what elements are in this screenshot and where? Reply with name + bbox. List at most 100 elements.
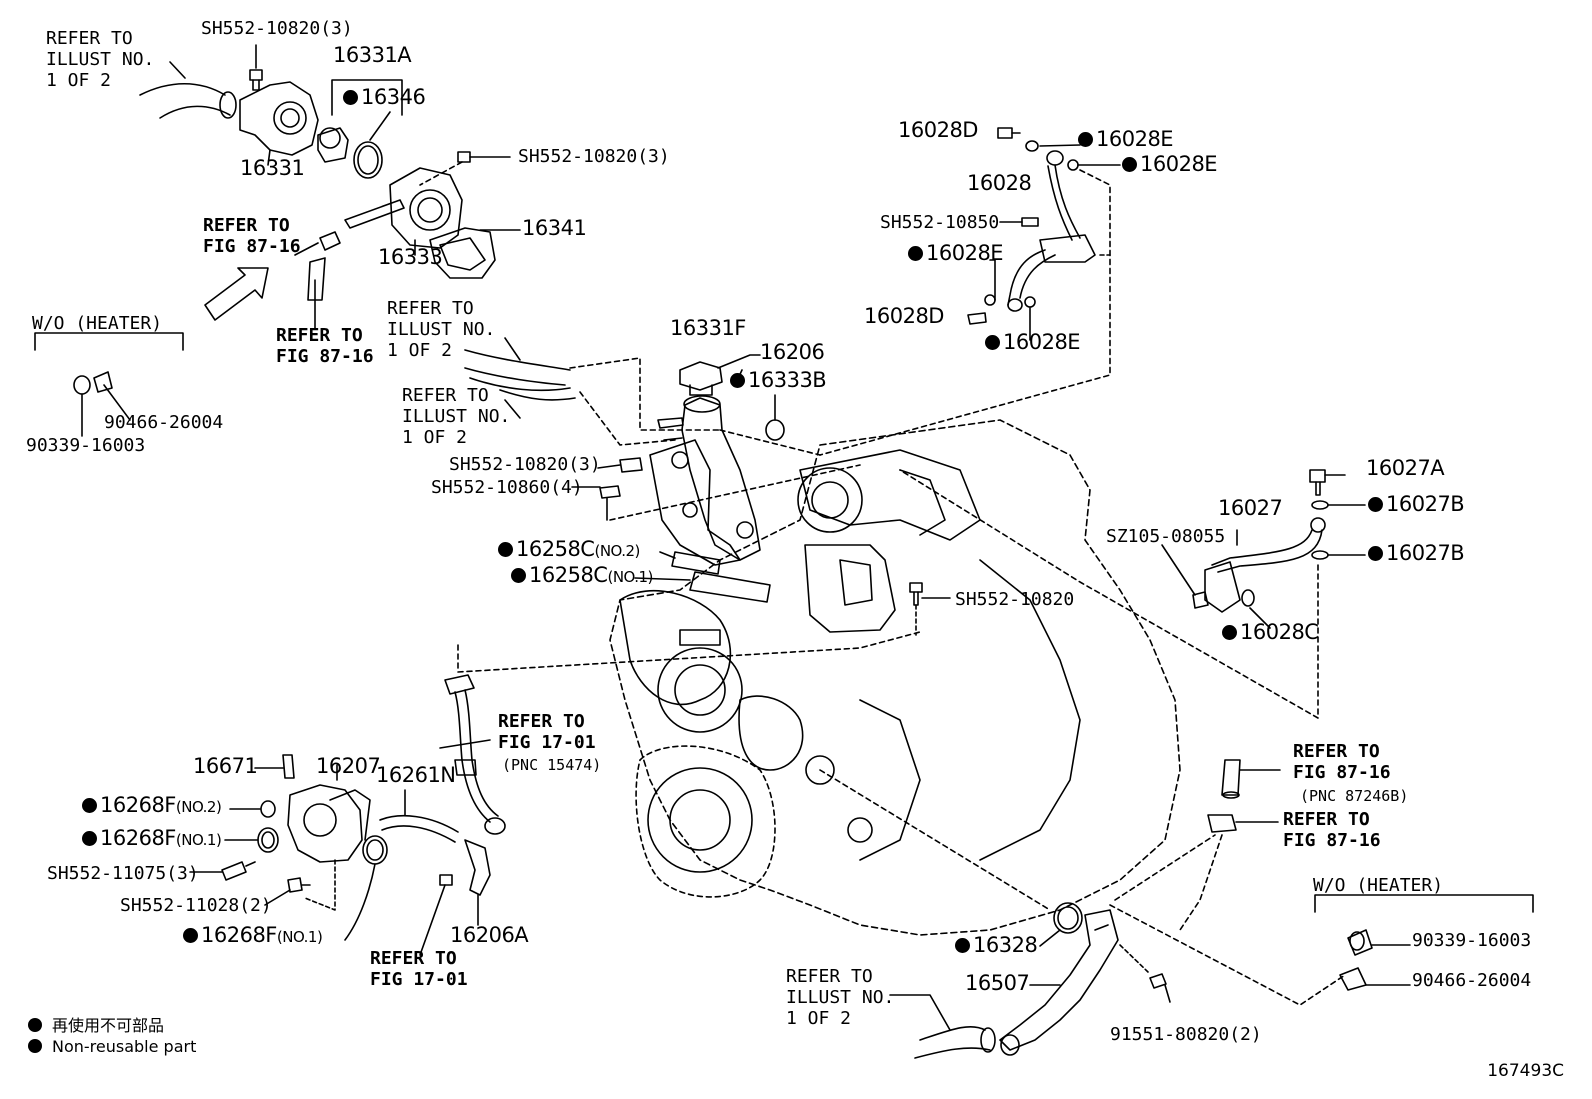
figure-id: 167493C [1487, 1061, 1564, 1081]
part-16027b-number: 16027B [1386, 492, 1465, 516]
part-16268f-no1-suffix: (NO.1) [276, 928, 323, 946]
water-pipe-16507-group [819, 759, 1346, 1059]
non-reusable-dot-icon [955, 938, 970, 953]
part-16258c-no2-label: 16258C(NO.2) [498, 539, 640, 562]
refer-fig-87-16-label-3: REFER TO FIG 87-16 [1293, 741, 1391, 783]
refer-fig-17-01-label-1: REFER TO FIG 17-01 [498, 711, 596, 753]
wo-heater-right [1314, 894, 1534, 991]
non-reusable-dot-icon [82, 798, 97, 813]
non-reusable-dot-icon [511, 568, 526, 583]
part-16341-label: 16341 [522, 216, 587, 240]
wo-heater-left [34, 332, 184, 437]
part-16268f-no1-suffix: (NO.1) [175, 831, 222, 849]
non-reusable-dot-icon [1122, 157, 1137, 172]
part-16206-label: 16206 [760, 340, 825, 364]
part-16333-label: 16333 [378, 245, 443, 269]
part-16671-label: 16671 [193, 754, 258, 778]
wo-heater-right-label: W/O (HEATER) [1313, 875, 1444, 896]
bolt-sh552-10820-label: SH552-10820 [955, 589, 1075, 610]
bolt-sh552-10820-3-label-3: SH552-10820(3) [449, 454, 601, 475]
part-16028e-label-2: 16028E [1122, 152, 1218, 176]
refer-fig-17-01-label-2: REFER TO FIG 17-01 [370, 948, 468, 990]
non-reusable-dot-icon [28, 1018, 42, 1032]
part-16028e-number: 16028E [1096, 127, 1174, 151]
part-16027a-label: 16027A [1366, 456, 1445, 480]
part-16331f-label: 16331F [670, 316, 746, 340]
refer-illust-label-top-left: REFER TO ILLUST NO. 1 OF 2 [46, 28, 155, 91]
refer-fig-87-16-label-4: REFER TO FIG 87-16 [1283, 809, 1381, 851]
water-inlet-group [189, 631, 921, 956]
refer-illust-label-mid-1: REFER TO ILLUST NO. 1 OF 2 [387, 298, 496, 361]
pipe-16027-group [899, 469, 1366, 719]
refer-illust-label-mid-2: REFER TO ILLUST NO. 1 OF 2 [402, 385, 511, 448]
refer-illust-label-bottom: REFER TO ILLUST NO. 1 OF 2 [786, 966, 895, 1029]
part-16268f-no1-label-2: 16268F(NO.1) [183, 923, 323, 948]
non-reusable-dot-icon [28, 1039, 42, 1053]
part-16331-label: 16331 [240, 156, 305, 180]
part-16027b-label-1: 16027B [1368, 492, 1465, 516]
part-16258c-number: 16258C [529, 563, 608, 587]
part-16028e-number: 16028E [1003, 330, 1081, 354]
part-16027-label: 16027 [1218, 496, 1283, 520]
refer-fig-87-16-label-2: REFER TO FIG 87-16 [276, 325, 374, 367]
bolt-91551-80820-label: 91551-80820(2) [1110, 1024, 1262, 1045]
non-reusable-dot-icon [1368, 546, 1383, 561]
non-reusable-dot-icon [343, 90, 358, 105]
part-16027b-label-2: 16027B [1368, 541, 1465, 565]
non-reusable-dot-icon [985, 335, 1000, 350]
legend-jp-text: 再使用不可部品 [52, 1016, 165, 1035]
part-90466-right-label: 90466-26004 [1412, 970, 1532, 991]
part-16261n-label: 16261N [376, 763, 456, 787]
legend-en: Non-reusable part [28, 1037, 196, 1056]
wo-heater-left-label: W/O (HEATER) [32, 313, 163, 334]
non-reusable-dot-icon [183, 928, 198, 943]
part-16333b-label: 16333B [730, 368, 827, 392]
part-16028d-label-bottom: 16028D [864, 304, 944, 328]
refer-fig-87-16-label-1: REFER TO FIG 87-16 [203, 215, 301, 257]
non-reusable-dot-icon [908, 246, 923, 261]
non-reusable-dot-icon [82, 831, 97, 846]
part-16268f-number: 16268F [100, 826, 176, 850]
legend-en-text: Non-reusable part [52, 1037, 197, 1056]
water-outlet-group [139, 44, 521, 329]
part-16258c-no1-suffix: (NO.1) [607, 568, 653, 586]
part-16333b-number: 16333B [748, 368, 827, 392]
part-16027b-number: 16027B [1386, 541, 1465, 565]
part-16028c-label: 16028C [1222, 620, 1319, 644]
part-16028c-number: 16028C [1240, 620, 1319, 644]
part-16346-label: 16346 [343, 87, 426, 108]
part-16028e-number: 16028E [1140, 152, 1218, 176]
part-16268f-no2-label: 16268F(NO.2) [82, 793, 222, 818]
non-reusable-dot-icon [730, 373, 745, 388]
filler-neck-group [464, 337, 861, 603]
refer-fig-17-01-pnc-label: (PNC 15474) [502, 756, 602, 774]
part-16206a-label: 16206A [450, 923, 529, 947]
part-16028e-label-3: 16028E [908, 241, 1004, 265]
part-16268f-no2-suffix: (NO.2) [175, 798, 222, 816]
part-16268f-no1-label: 16268F(NO.1) [82, 826, 222, 851]
part-16258c-number: 16258C [516, 537, 595, 561]
non-reusable-dot-icon [1222, 625, 1237, 640]
part-16328-label: 16328 [955, 933, 1038, 957]
non-reusable-dot-icon [1368, 497, 1383, 512]
bolt-sh552-10850-label: SH552-10850 [880, 212, 1000, 233]
part-16028e-label-4: 16028E [985, 330, 1081, 354]
part-16028-label: 16028 [967, 171, 1032, 195]
part-90466-left-label: 90466-26004 [104, 412, 224, 433]
engine-block [609, 419, 1181, 936]
bolt-sh552-10820-3-label-2: SH552-10820(3) [518, 146, 670, 167]
part-16258c-no2-suffix: (NO.2) [594, 542, 640, 560]
part-90339-left-label: 90339-16003 [26, 435, 146, 456]
part-16328-number: 16328 [973, 933, 1038, 957]
part-16028d-label-top: 16028D [898, 118, 978, 142]
part-16028e-number: 16028E [926, 241, 1004, 265]
part-16268f-number: 16268F [100, 793, 176, 817]
part-90339-right-label: 90339-16003 [1412, 930, 1532, 951]
bolt-sh552-10820 [909, 582, 951, 636]
part-16207-label: 16207 [316, 754, 381, 778]
refer-fig-87-16-pnc-label: (PNC 87246B) [1300, 787, 1409, 805]
part-16268f-number: 16268F [201, 923, 277, 947]
bolt-sh552-10820-3-label: SH552-10820(3) [201, 18, 353, 39]
part-16258c-no1-label: 16258C(NO.1) [511, 565, 653, 588]
